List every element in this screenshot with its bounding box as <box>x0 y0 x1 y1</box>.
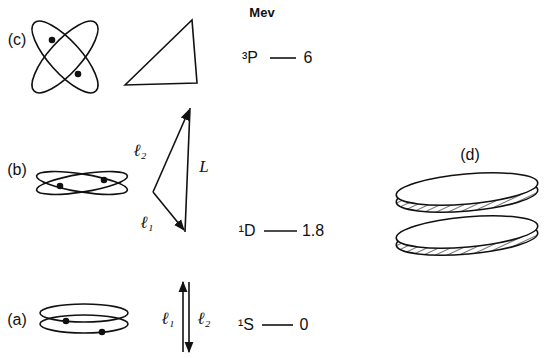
level-line <box>264 230 297 232</box>
hatched-bands <box>395 168 539 260</box>
energy-value: 0 <box>300 317 309 333</box>
vector-label: ℓ₁ <box>162 310 175 327</box>
vector-label: ℓ₂ <box>198 310 211 327</box>
vector-triangle <box>125 20 197 85</box>
panel-letter: (a) <box>7 312 27 328</box>
vector-label: ℓ₂ <box>134 142 147 159</box>
panel-letter: (d) <box>460 147 480 163</box>
vector-triangle-b <box>153 108 190 232</box>
antiparallel-vectors <box>183 282 189 352</box>
orbit-pair-b <box>35 167 129 199</box>
term-symbol: ³P <box>242 50 258 66</box>
vector-label: L <box>199 158 208 175</box>
unit-label: Mev <box>249 6 274 19</box>
level-line <box>262 324 293 326</box>
energy-value: 1.8 <box>302 223 324 239</box>
energy-value: 6 <box>304 50 313 66</box>
orbit-pair-a <box>40 304 128 335</box>
panel-letter: (c) <box>8 32 27 48</box>
level-line <box>270 57 296 59</box>
term-symbol: ¹S <box>238 317 254 333</box>
orbit-pair-c <box>22 12 107 102</box>
vector-label: ℓ₁ <box>141 214 154 231</box>
panel-letter: (b) <box>7 162 27 178</box>
term-symbol: ¹D <box>239 223 256 239</box>
